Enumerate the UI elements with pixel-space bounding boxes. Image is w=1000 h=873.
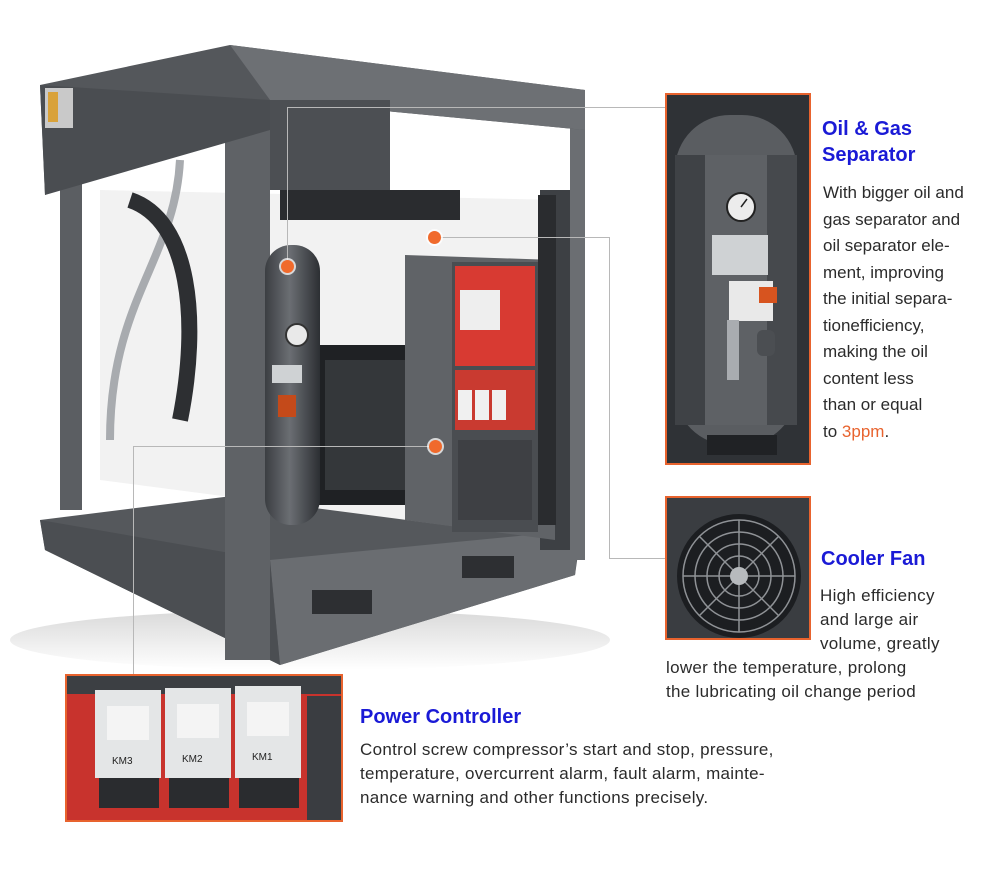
separator-title: Oil & Gas Separator — [822, 116, 915, 168]
separator-desc-line: making the oil — [823, 342, 928, 361]
cooler-fan-desc-line: volume, greatly — [820, 634, 940, 653]
power-controller-title-text: Power Controller — [360, 706, 522, 728]
power-controller-desc-line: Control screw compressor’s start and sto… — [360, 740, 774, 759]
leader-line-fan-drop — [609, 237, 610, 559]
leader-line-controller — [133, 446, 436, 447]
separator-desc-line: content less — [823, 368, 914, 388]
separator-desc-line: oil separator ele- — [823, 236, 950, 255]
power-controller-title: Power Controller — [360, 704, 521, 730]
separator-title-line-2: Separator — [822, 144, 916, 166]
fan-marker — [428, 231, 441, 244]
contactor-label-km3: KM3 — [112, 756, 133, 767]
cooler-fan-description-wide: lower the temperature, prolong the lubri… — [666, 656, 916, 704]
power-controller-desc-line: temperature, overcurrent alarm, fault al… — [360, 764, 765, 783]
separator-photo — [665, 93, 811, 465]
separator-desc-line: than or equal — [823, 395, 923, 414]
controller-marker — [429, 440, 442, 453]
separator-title-line-1: Oil & Gas — [822, 118, 913, 140]
separator-ppm-value: 3ppm — [841, 421, 885, 441]
cooler-fan-desc-line: the lubricating oil change period — [666, 682, 916, 701]
cooler-fan-photo — [665, 496, 811, 640]
cooler-fan-desc-line: lower the temperature, prolong — [666, 658, 907, 677]
cooler-fan-title-text: Cooler Fan — [821, 548, 926, 570]
contactor-label-km2: KM2 — [182, 754, 203, 765]
separator-desc-line: With bigger oil and — [823, 183, 964, 202]
power-controller-description: Control screw compressor’s start and sto… — [360, 738, 774, 810]
leader-line-fan-join — [609, 558, 665, 559]
air-compressor-image — [10, 45, 610, 670]
separator-desc-line: the initial separa- — [823, 289, 953, 308]
separator-desc-line: gas separator and — [823, 209, 961, 229]
leader-line-fan — [434, 237, 610, 238]
contactor-label-km1: KM1 — [252, 752, 273, 763]
leader-line-separator-drop — [287, 107, 288, 267]
separator-desc-suffix: . — [884, 421, 890, 441]
leader-line-controller-drop — [133, 446, 134, 674]
cooler-fan-desc-line: and large air — [820, 610, 919, 629]
separator-desc-line: ment, improving — [823, 262, 944, 282]
separator-description: With bigger oil and gas separator and oi… — [823, 180, 964, 445]
cooler-fan-description: High efficiency and large air volume, gr… — [820, 584, 940, 656]
separator-desc-line: tionefficiency, — [823, 315, 925, 335]
leader-line-separator — [287, 107, 665, 108]
separator-marker — [281, 260, 294, 273]
cooler-fan-desc-line: High efficiency — [820, 586, 935, 605]
cooler-fan-title: Cooler Fan — [821, 546, 925, 572]
power-controller-photo: KM3 KM2 KM1 — [65, 674, 343, 822]
power-controller-desc-line: nance warning and other functions precis… — [360, 788, 709, 807]
separator-desc-last-line: to 3ppm. — [823, 419, 964, 446]
separator-desc-prefix: to — [823, 421, 842, 441]
